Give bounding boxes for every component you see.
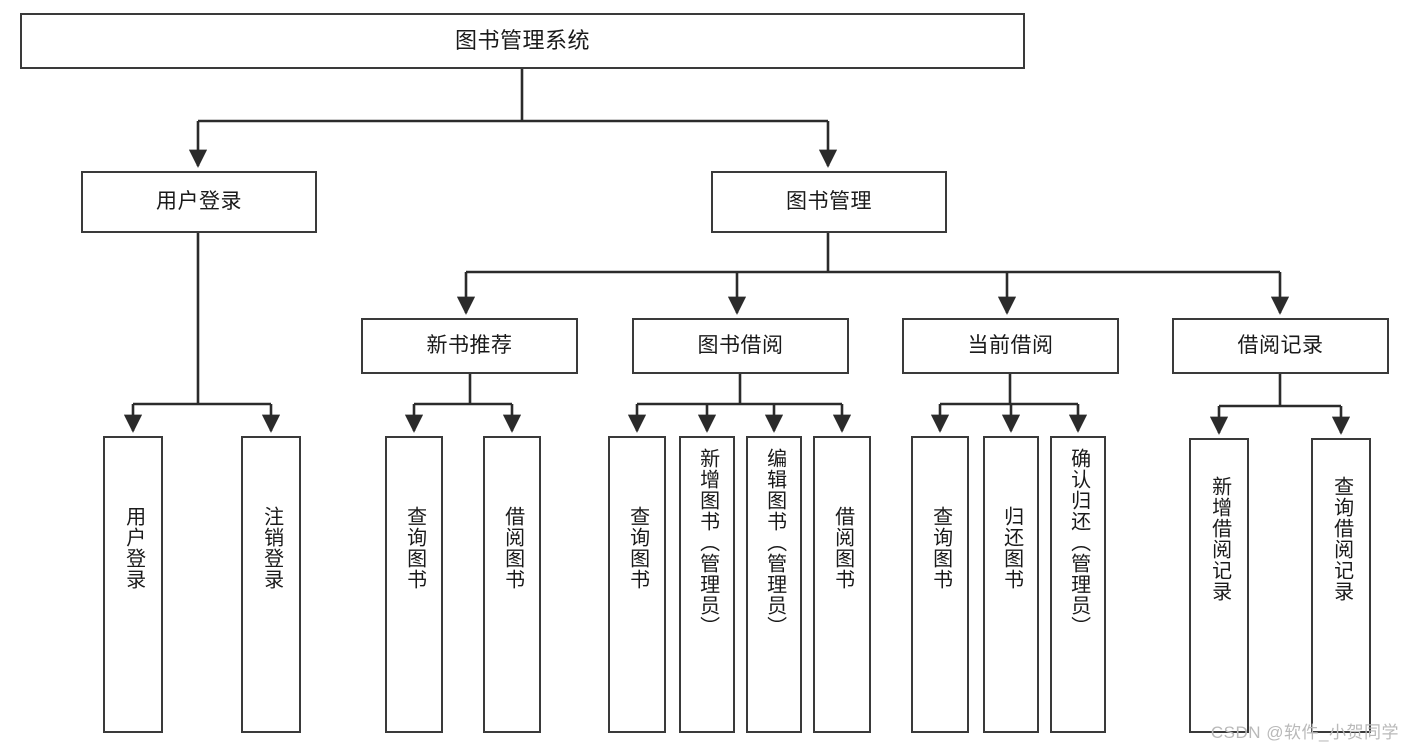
node-leaf-query-book-1[interactable]: 查询图书 bbox=[385, 436, 443, 733]
node-leaf-borrow-book-2-label: 借阅图书 bbox=[831, 506, 854, 590]
node-leaf-query-book-3-label: 查询图书 bbox=[929, 506, 952, 590]
node-leaf-add-book-admin[interactable]: 新增图书（管理员） bbox=[679, 436, 735, 733]
node-leaf-confirm-return-admin-label: 确认归还（管理员） bbox=[1067, 448, 1090, 637]
node-leaf-query-book-3[interactable]: 查询图书 bbox=[911, 436, 969, 733]
node-leaf-edit-book-admin-label: 编辑图书（管理员） bbox=[763, 448, 786, 637]
node-new-book-recommend[interactable]: 新书推荐 bbox=[361, 318, 578, 374]
node-leaf-query-book-2[interactable]: 查询图书 bbox=[608, 436, 666, 733]
node-leaf-return-book-label: 归还图书 bbox=[1000, 506, 1023, 590]
node-leaf-query-borrow-record-label: 查询借阅记录 bbox=[1330, 476, 1353, 602]
node-leaf-query-borrow-record[interactable]: 查询借阅记录 bbox=[1311, 438, 1371, 733]
node-root[interactable]: 图书管理系统 bbox=[20, 13, 1025, 69]
node-leaf-user-logout[interactable]: 注销登录 bbox=[241, 436, 301, 733]
node-book-borrow-label: 图书借阅 bbox=[697, 334, 784, 358]
node-leaf-user-logout-label: 注销登录 bbox=[260, 506, 283, 590]
node-user-login-label: 用户登录 bbox=[156, 190, 242, 214]
node-new-book-recommend-label: 新书推荐 bbox=[426, 334, 513, 358]
node-leaf-return-book[interactable]: 归还图书 bbox=[983, 436, 1039, 733]
node-borrow-record[interactable]: 借阅记录 bbox=[1172, 318, 1389, 374]
node-leaf-user-login[interactable]: 用户登录 bbox=[103, 436, 163, 733]
node-borrow-record-label: 借阅记录 bbox=[1237, 334, 1324, 358]
node-leaf-borrow-book-2[interactable]: 借阅图书 bbox=[813, 436, 871, 733]
node-current-borrow[interactable]: 当前借阅 bbox=[902, 318, 1119, 374]
node-leaf-query-book-1-label: 查询图书 bbox=[403, 506, 426, 590]
csdn-watermark: CSDN @软件_小贺同学 bbox=[1210, 723, 1399, 742]
node-user-login[interactable]: 用户登录 bbox=[81, 171, 317, 233]
node-current-borrow-label: 当前借阅 bbox=[967, 334, 1054, 358]
node-book-borrow[interactable]: 图书借阅 bbox=[632, 318, 849, 374]
node-leaf-borrow-book-1[interactable]: 借阅图书 bbox=[483, 436, 541, 733]
node-leaf-query-book-2-label: 查询图书 bbox=[626, 506, 649, 590]
node-leaf-confirm-return-admin[interactable]: 确认归还（管理员） bbox=[1050, 436, 1106, 733]
node-book-management[interactable]: 图书管理 bbox=[711, 171, 947, 233]
node-root-label: 图书管理系统 bbox=[454, 27, 590, 53]
node-leaf-add-borrow-record-label: 新增借阅记录 bbox=[1208, 476, 1231, 602]
node-book-management-label: 图书管理 bbox=[786, 190, 872, 214]
node-leaf-edit-book-admin[interactable]: 编辑图书（管理员） bbox=[746, 436, 802, 733]
node-leaf-borrow-book-1-label: 借阅图书 bbox=[501, 506, 524, 590]
node-leaf-add-book-admin-label: 新增图书（管理员） bbox=[696, 448, 719, 637]
node-leaf-add-borrow-record[interactable]: 新增借阅记录 bbox=[1189, 438, 1249, 733]
node-leaf-user-login-label: 用户登录 bbox=[122, 506, 145, 590]
